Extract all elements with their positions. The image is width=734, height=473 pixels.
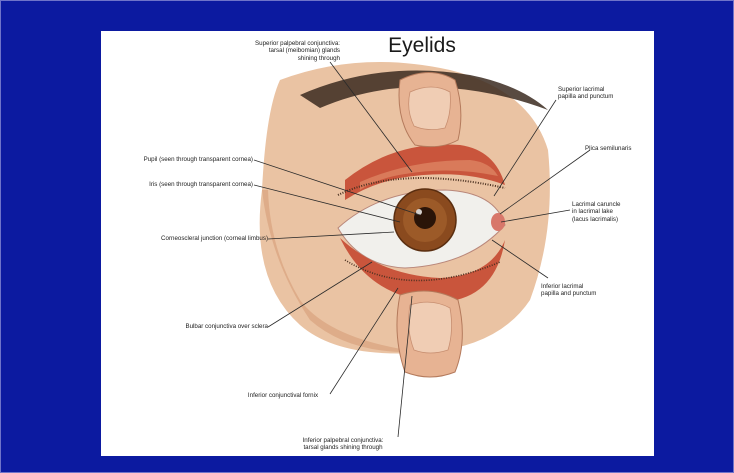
upper-fingernail	[409, 87, 451, 130]
lower-fingernail	[409, 302, 452, 353]
label-inferior-lacrimal: Inferior lacrimal papilla and punctum	[541, 283, 641, 298]
label-inferior-palpebral: Inferior palpebral conjunctiva: tarsal g…	[278, 437, 408, 452]
label-pupil: Pupil (seen through transparent cornea)	[98, 156, 253, 163]
label-bulbar: Bulbar conjunctiva over sclera	[148, 323, 268, 330]
label-superior-palpebral: Superior palpebral conjunctiva: tarsal (…	[190, 40, 340, 62]
label-superior-lacrimal: Superior lacrimal papilla and punctum	[558, 86, 648, 101]
label-plica: Plica semilunaris	[585, 145, 655, 152]
label-iris: Iris (seen through transparent cornea)	[98, 181, 253, 188]
figure-title: Eyelids	[367, 34, 477, 58]
label-lacrimal-caruncle: Lacrimal caruncle in lacrimal lake (lacu…	[572, 201, 654, 223]
label-corneoscleral: Corneoscleral junction (corneal limbus)	[108, 235, 268, 242]
label-inferior-fornix: Inferior conjunctival fornix	[228, 392, 338, 399]
